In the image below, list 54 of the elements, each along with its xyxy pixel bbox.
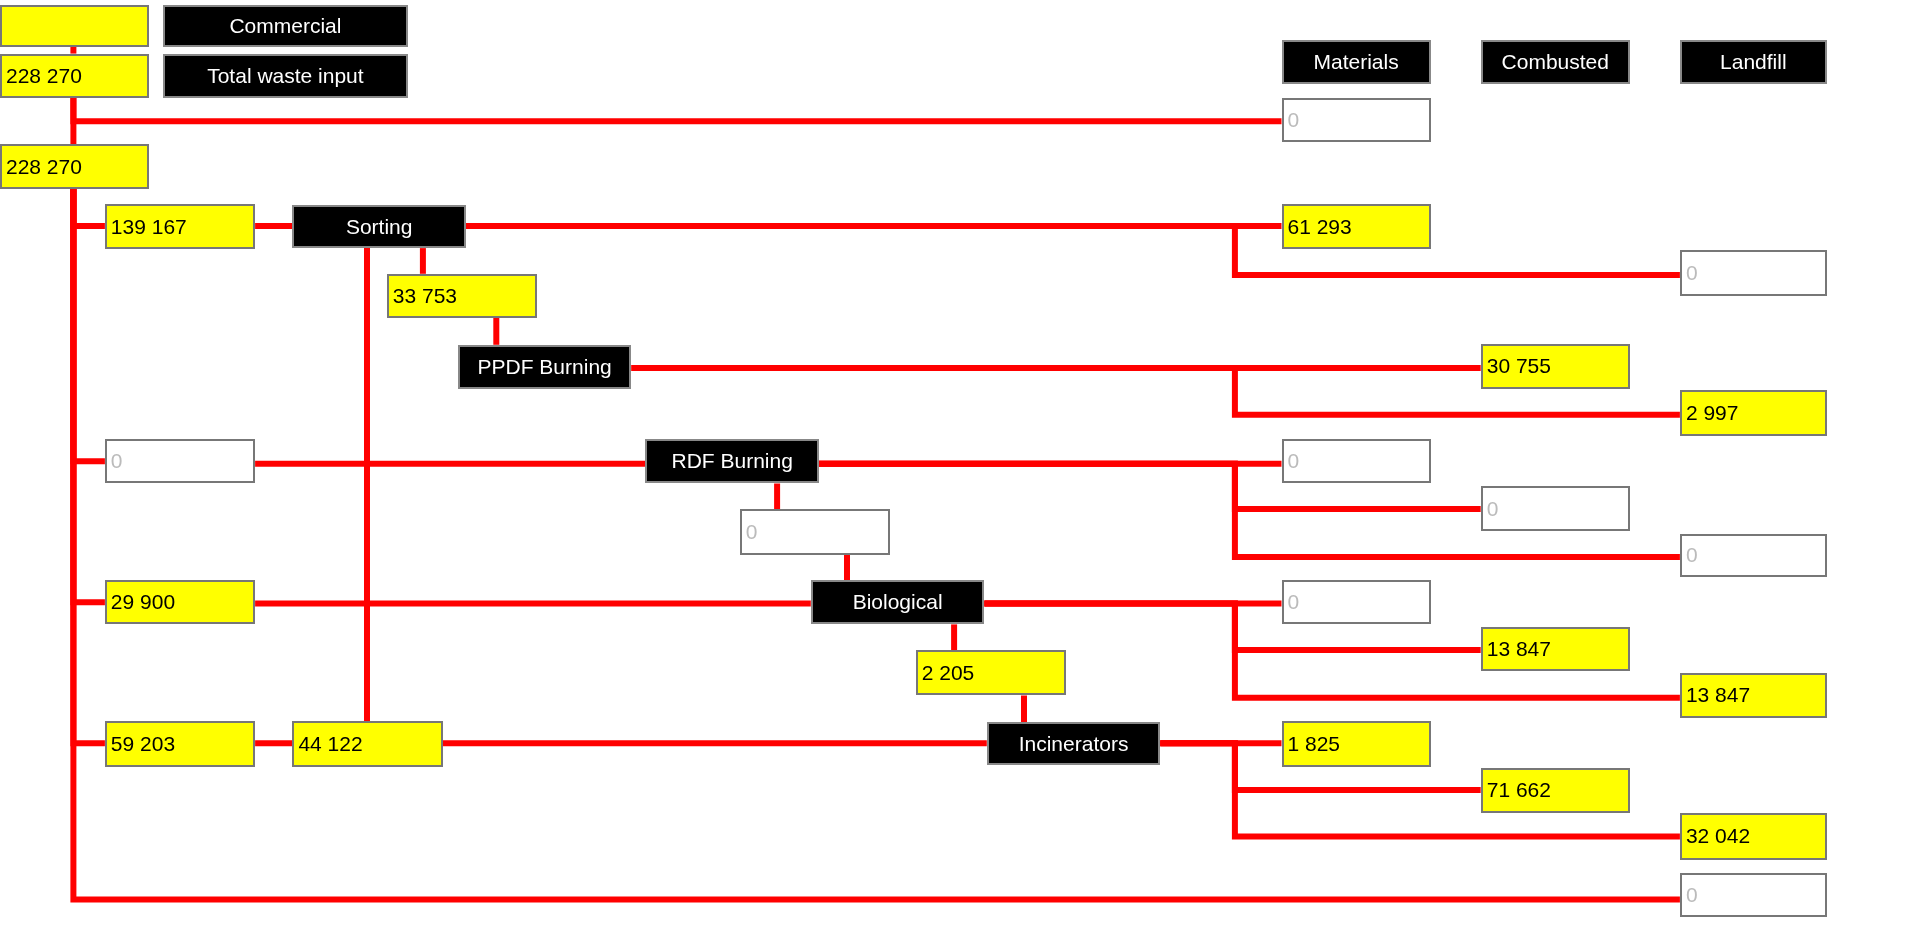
value-box (0, 4, 150, 47)
flow-line (364, 248, 370, 722)
value-box: 139 167 (104, 203, 256, 250)
label-box: Materials (1281, 39, 1431, 84)
value-box: 13 847 (1480, 626, 1630, 672)
label-box: Combusted (1480, 39, 1630, 84)
label-box: RDF Burning (645, 439, 819, 484)
value-box: 0 (1679, 533, 1827, 577)
value-box: 0 (1281, 439, 1431, 484)
label-box: PPDF Burning (457, 344, 632, 390)
value-box: 30 755 (1480, 343, 1630, 390)
flow-line (255, 740, 293, 747)
value-box: 13 847 (1679, 673, 1827, 718)
flow-line (419, 248, 426, 274)
flow-line (844, 554, 850, 581)
value-box: 0 (1281, 580, 1431, 625)
flow-line (70, 188, 1680, 903)
value-box: 0 (1281, 97, 1431, 143)
flow-line (70, 46, 77, 54)
value-box: 228 270 (0, 144, 150, 189)
value-box: 0 (739, 509, 891, 555)
value-box: 33 753 (386, 273, 538, 319)
flow-line (984, 600, 1680, 701)
value-box: 1 825 (1281, 721, 1431, 767)
value-box: 44 122 (292, 721, 443, 767)
value-box: 59 203 (104, 721, 256, 767)
flow-line (255, 460, 646, 467)
flow-line (493, 318, 500, 345)
flow-line (774, 483, 781, 510)
flow-line (70, 97, 77, 145)
label-box: Landfill (1679, 39, 1827, 84)
value-box: 71 662 (1480, 767, 1630, 814)
value-box: 2 205 (915, 650, 1066, 696)
value-box: 0 (1679, 872, 1827, 917)
value-box: 0 (1679, 250, 1827, 296)
flow-line (442, 740, 987, 747)
value-box: 61 293 (1281, 203, 1431, 250)
flow-line (951, 624, 958, 651)
flow-line (819, 460, 1680, 560)
label-box: Biological (810, 580, 985, 625)
value-box: 2 997 (1679, 390, 1827, 436)
label-box: Sorting (292, 205, 466, 249)
label-box: Incinerators (986, 722, 1161, 766)
flow-line (255, 600, 811, 607)
value-box: 29 900 (104, 580, 256, 625)
value-box: 0 (1480, 485, 1630, 532)
flow-line (255, 223, 293, 229)
value-box: 228 270 (0, 53, 150, 98)
flow-line (1160, 740, 1680, 840)
value-box: 0 (104, 439, 256, 484)
label-box: Commercial (163, 4, 408, 47)
value-box: 32 042 (1679, 813, 1827, 860)
flow-line (1021, 695, 1027, 723)
label-box: Total waste input (163, 53, 408, 98)
